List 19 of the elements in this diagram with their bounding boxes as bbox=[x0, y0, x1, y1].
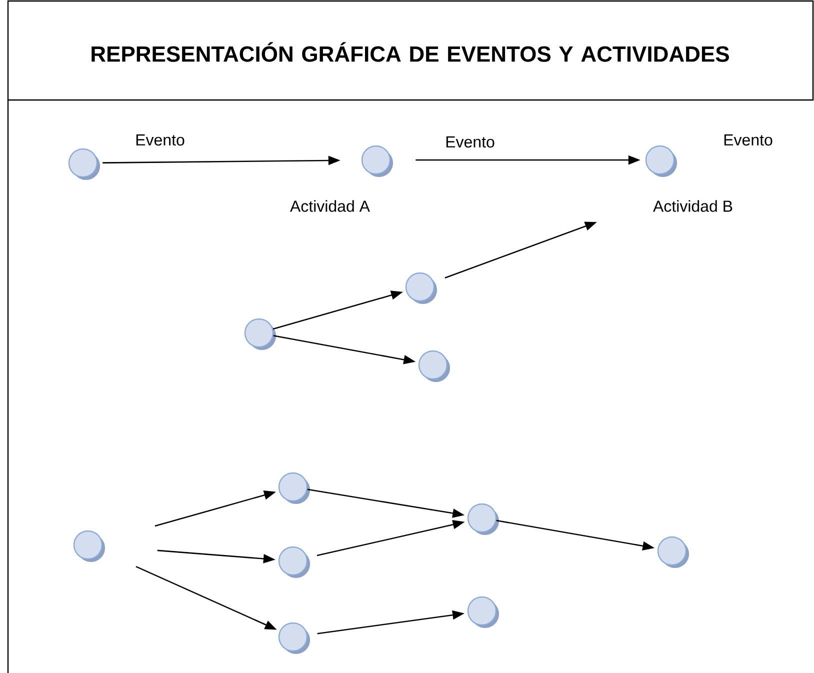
event-circle bbox=[278, 622, 310, 654]
event-circle bbox=[467, 596, 499, 628]
event-circle bbox=[278, 546, 310, 578]
label: Evento bbox=[446, 136, 494, 148]
title: REPRESENTACIÓN GRÁFICA DE EVENTOS Y ACTIVIDADES bbox=[92, 42, 729, 62]
event-circle bbox=[418, 350, 450, 382]
label: Actividad A bbox=[290, 200, 370, 212]
event-circle bbox=[645, 145, 677, 177]
label: Evento bbox=[136, 134, 184, 146]
label: Actividad B bbox=[653, 200, 732, 212]
event-circle bbox=[361, 145, 393, 177]
event-circle bbox=[68, 148, 100, 180]
event-circle bbox=[467, 503, 499, 535]
event-circle bbox=[657, 536, 689, 568]
event-circle bbox=[278, 472, 310, 504]
event-circle bbox=[405, 272, 437, 304]
label: Evento bbox=[724, 134, 772, 146]
event-circle bbox=[244, 318, 276, 350]
event-circle bbox=[73, 530, 105, 562]
